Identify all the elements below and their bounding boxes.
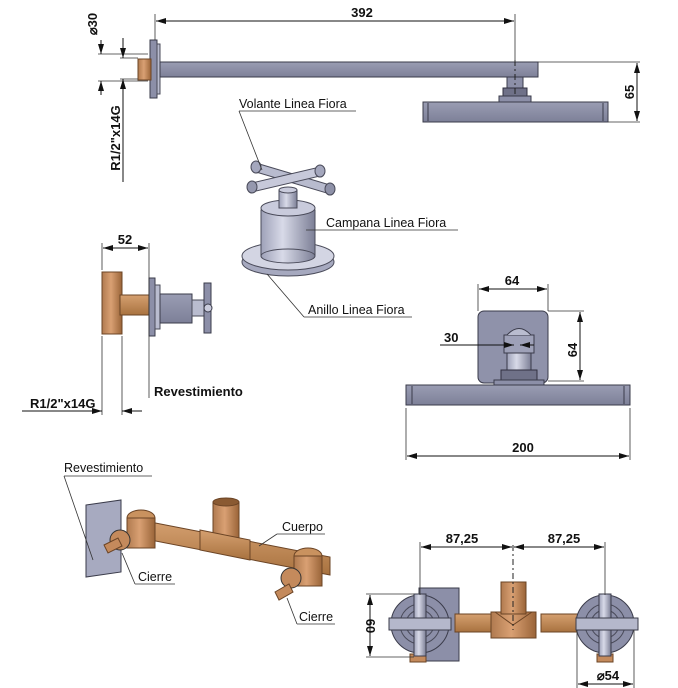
- label-cierre-2: Cierre: [299, 610, 333, 624]
- head-front-view: 64 64 30 200: [405, 273, 631, 460]
- body-iso-view: Revestimiento Cuerpo Cierre Cierre: [63, 461, 335, 625]
- label-volante: Volante Linea Fiora: [239, 97, 347, 111]
- dim-body-height: 60: [363, 619, 378, 633]
- dim-arm-height: 65: [622, 85, 637, 99]
- dim-valve-depth: 52: [118, 232, 132, 247]
- valve-side-view: 52 R1/2"x14G Revestimiento: [22, 232, 243, 415]
- dim-plate-height: 64: [565, 342, 580, 357]
- label-anillo: Anillo Linea Fiora: [308, 303, 405, 317]
- dim-thread-arm: R1/2"x14G: [108, 105, 123, 170]
- valve-bell: [159, 293, 193, 324]
- label-revestimiento-iso: Revestimiento: [64, 461, 143, 475]
- dim-arm-length: 392: [351, 5, 373, 20]
- dim-head-width: 200: [512, 440, 534, 455]
- bell-body: [260, 209, 316, 257]
- right-cartridge: [280, 567, 302, 589]
- label-cierre-1: Cierre: [138, 570, 172, 584]
- thread-nipple: [137, 58, 152, 81]
- dim-spacing-right: 87,25: [548, 531, 581, 546]
- body-tee: [199, 529, 251, 561]
- connector-stem: [506, 352, 532, 371]
- dim-plate-width: 64: [505, 273, 520, 288]
- shower-head: [422, 101, 609, 123]
- dim-connector: 30: [444, 330, 458, 345]
- front-handle-left: [388, 593, 452, 663]
- finish-plate: [85, 499, 122, 578]
- dim-spacing-left: 87,25: [446, 531, 479, 546]
- connector-cap: [503, 334, 535, 354]
- dim-thread-valve: R1/2"x14G: [30, 396, 95, 411]
- valve-ring: [154, 284, 161, 330]
- valve-flange: [148, 277, 156, 337]
- cross-handle: [246, 160, 336, 196]
- connector-nut: [500, 369, 538, 381]
- left-elbow: [126, 517, 156, 549]
- shower-arm: [159, 61, 539, 78]
- right-elbow: [293, 555, 323, 587]
- valve-handle-iso: Volante Linea Fiora Campana Linea Fiora …: [238, 97, 458, 318]
- front-handle-right: [575, 593, 639, 663]
- head-plate-front: [405, 384, 631, 406]
- valve-stem: [191, 299, 205, 317]
- valve-neck: [119, 294, 151, 316]
- label-cuerpo: Cuerpo: [282, 520, 323, 534]
- dim-diameter-54: ⌀54: [597, 668, 620, 683]
- body-front-view: 87,25 87,25 60 ⌀54: [363, 531, 639, 688]
- label-campana: Campana Linea Fiora: [326, 216, 446, 230]
- label-revestimiento-side: Revestimiento: [154, 384, 243, 399]
- head-base: [498, 95, 532, 103]
- shower-arm-view: 392 65 ⌀30 R1/2"x14G: [85, 5, 640, 182]
- dim-diameter-30: ⌀30: [85, 13, 100, 35]
- valve-body: [101, 271, 123, 335]
